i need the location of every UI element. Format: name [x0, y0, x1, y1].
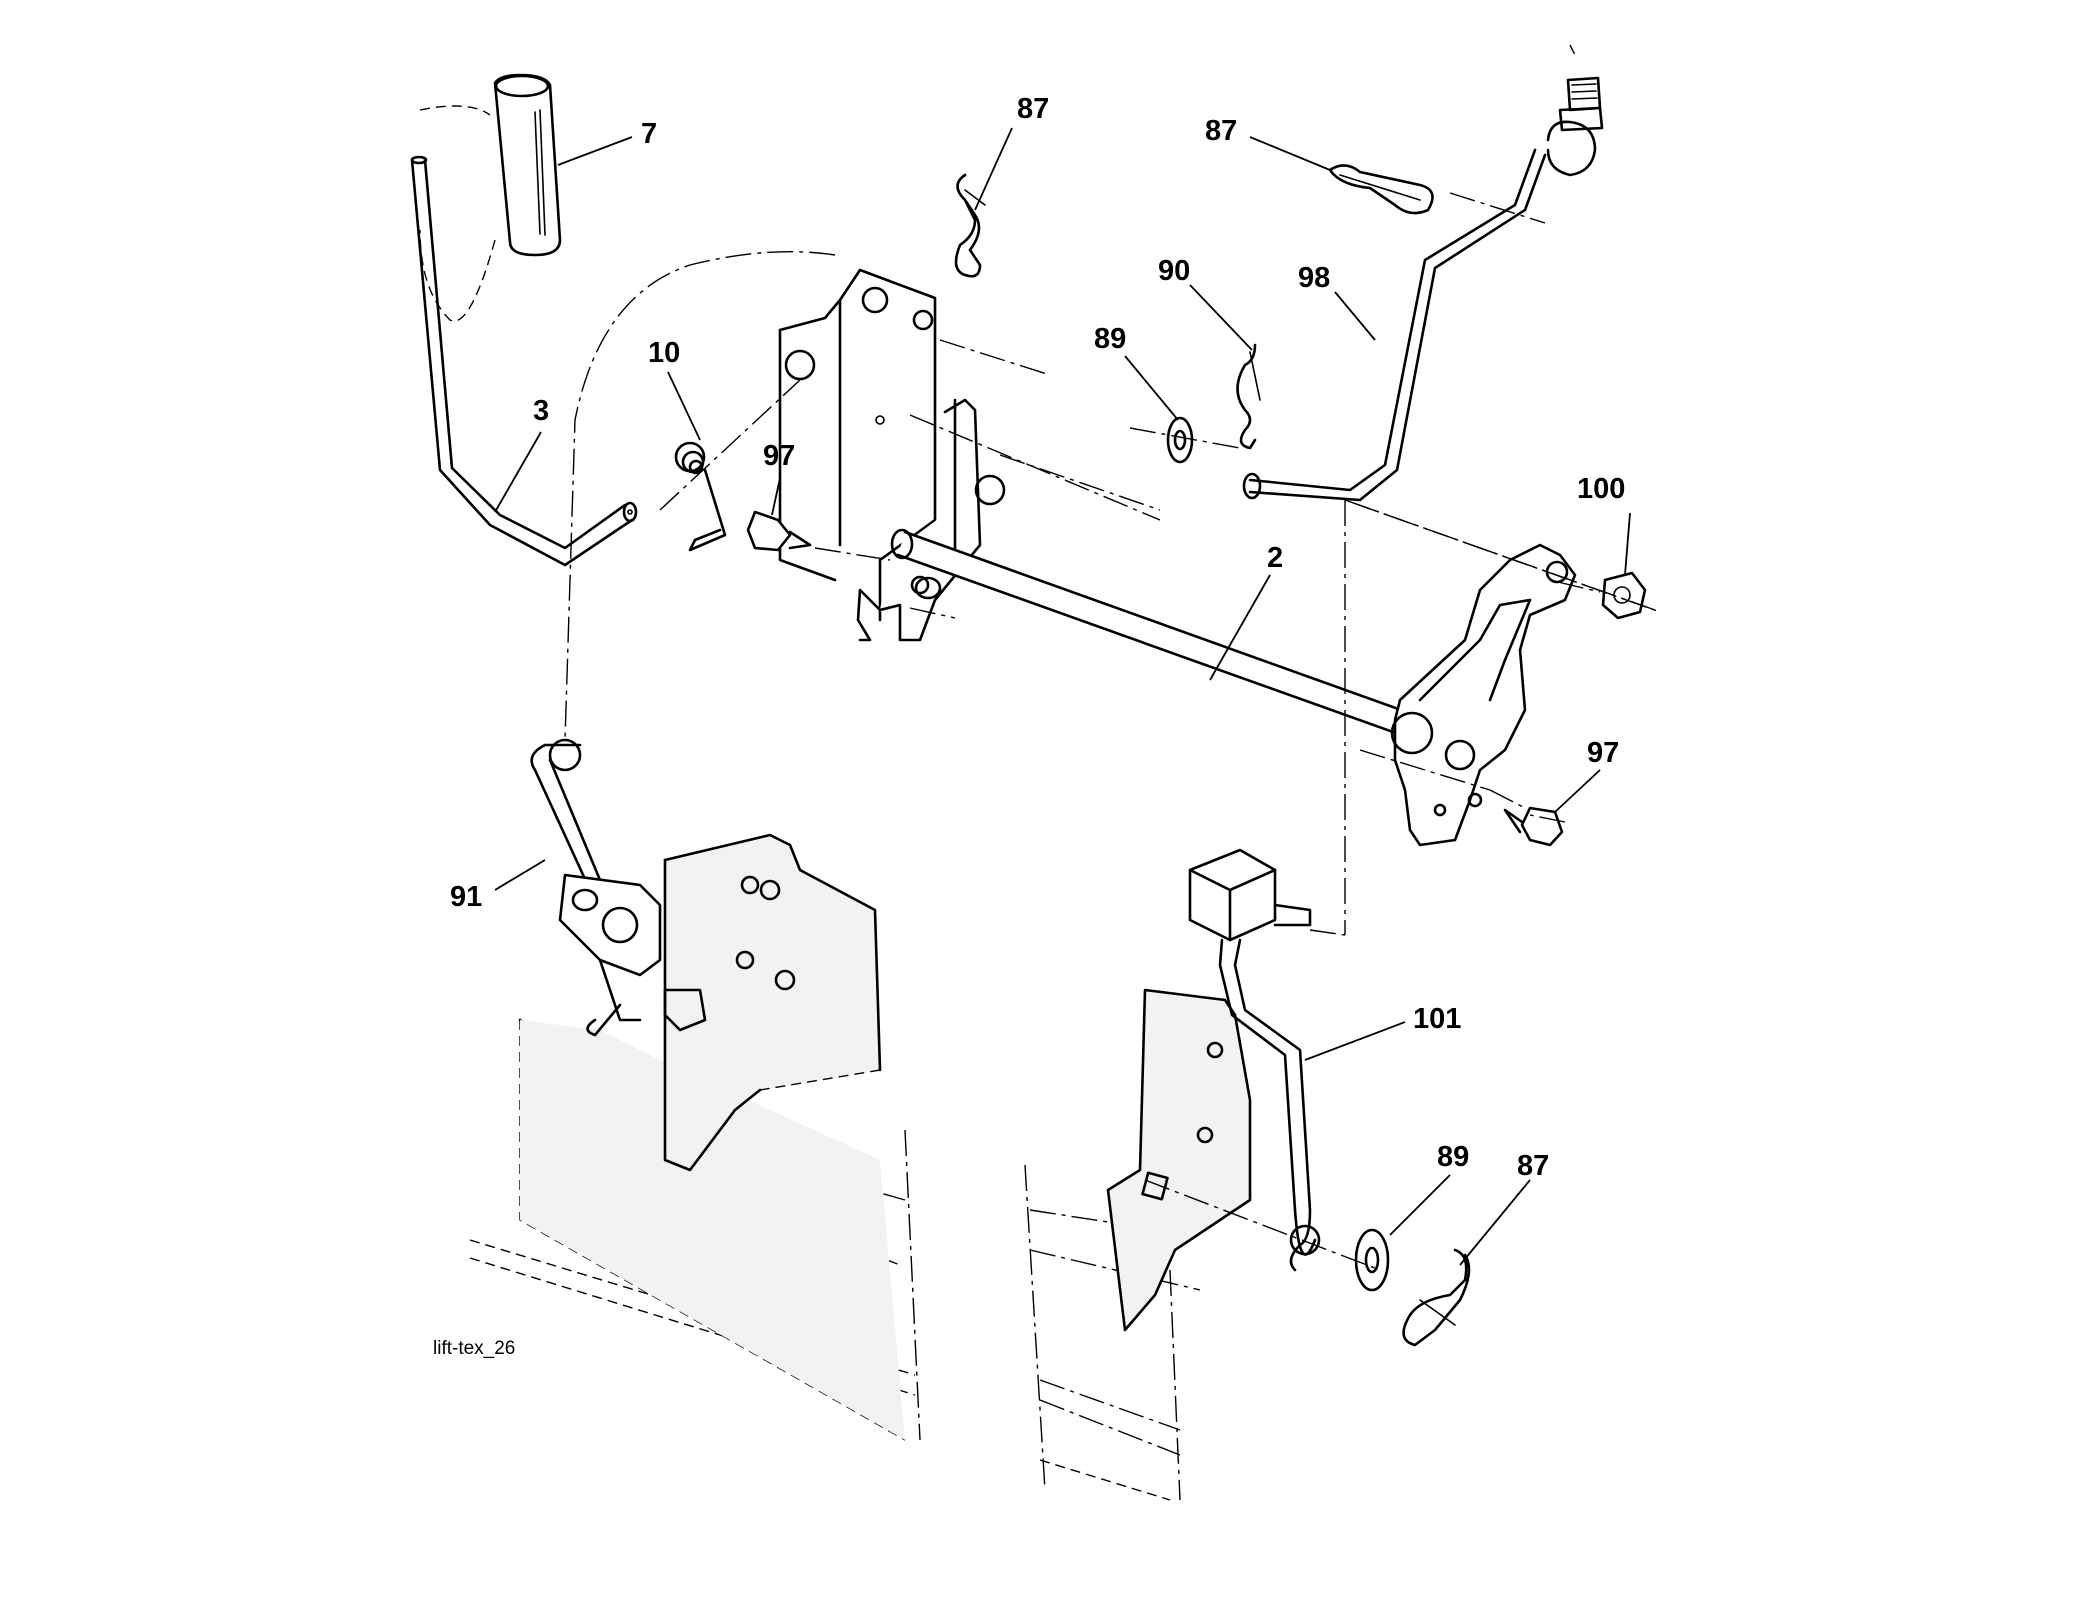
lift-axle [890, 528, 1417, 740]
hairpin-clip-middle [1236, 343, 1261, 450]
hex-nut [1601, 571, 1647, 620]
leader-lines [494, 127, 1631, 1266]
lever-grip [493, 73, 562, 257]
part-label-10: 10 [648, 337, 680, 369]
part-label-91: 91 [450, 881, 482, 913]
part-label-2: 2 [1267, 542, 1283, 574]
hairpin-clip-lower [1402, 1248, 1471, 1347]
diagram-id: lift-tex_26 [433, 1338, 515, 1359]
part-label-97-b: 97 [1587, 737, 1619, 769]
part-label-89-a: 89 [1094, 323, 1126, 355]
part-label-98: 98 [1298, 262, 1330, 294]
right-lift-arm [1390, 543, 1577, 847]
right-deck-bracket [1106, 988, 1252, 1332]
part-label-89-b: 89 [1437, 1141, 1469, 1173]
part-label-100: 100 [1577, 473, 1625, 505]
part-label-101: 101 [1413, 1003, 1461, 1035]
part-label-87-b: 87 [1205, 115, 1237, 147]
flange-bolt-right [1503, 806, 1564, 847]
adjustment-link-rod [1242, 76, 1604, 502]
lever-grip-phantom [419, 105, 496, 322]
part-labels: 7 87 87 90 98 89 10 3 97 100 2 97 91 101… [450, 93, 1625, 1182]
axle-mount-plate [856, 398, 1006, 642]
torsion-spring [674, 441, 727, 552]
lift-link [530, 738, 707, 1037]
part-label-3: 3 [533, 395, 549, 427]
hairpin-clip-upper-left [954, 173, 986, 278]
washer-lower [1354, 1228, 1390, 1292]
part-label-97-a: 97 [763, 440, 795, 472]
part-label-7: 7 [641, 118, 657, 150]
center-lines [564, 44, 1661, 1271]
flange-bolt-left [746, 510, 812, 552]
deck-outline [469, 1018, 1201, 1501]
part-label-90: 90 [1158, 255, 1190, 287]
washer-upper [1166, 416, 1194, 464]
lift-lever [410, 155, 638, 567]
part-label-87-c: 87 [1517, 1150, 1549, 1182]
front-link [1188, 848, 1321, 1272]
hairpin-clip-upper-right [1328, 164, 1434, 215]
left-deck-bracket [663, 833, 882, 1172]
part-label-87-a: 87 [1017, 93, 1049, 125]
